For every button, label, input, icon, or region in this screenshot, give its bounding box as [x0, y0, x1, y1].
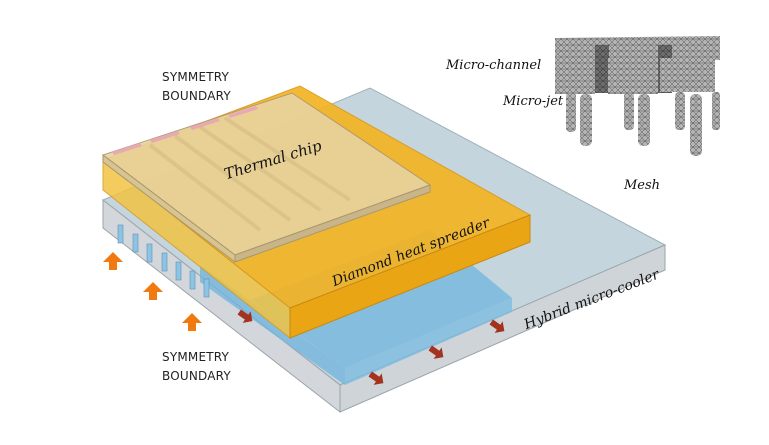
heater-strips	[112, 106, 258, 155]
diamond-right-face	[289, 214, 531, 339]
chip-left-face	[102, 153, 236, 264]
channel-lines	[148, 116, 352, 232]
inlet-arrow-icon	[182, 313, 202, 331]
outlet-arrows	[237, 309, 505, 385]
symmetry-boundary-bottom-label: SYMMETRY BOUNDARY	[162, 348, 231, 386]
micro-jet-label: Micro-jet	[503, 94, 564, 109]
boundary-label-line: BOUNDARY	[162, 89, 231, 103]
micro-channel-label: Micro-channel	[446, 58, 542, 73]
boundary-label-line: BOUNDARY	[162, 369, 231, 383]
mesh-label: Mesh	[624, 178, 661, 193]
outlet-arrow-icon	[489, 319, 505, 333]
inlet-arrow-icon	[103, 252, 123, 270]
inlet-arrow-icon	[143, 282, 163, 300]
outlet-arrow-icon	[368, 371, 384, 385]
mesh-inset	[555, 36, 720, 156]
symmetry-boundary-top-label: SYMMETRY BOUNDARY	[162, 68, 231, 106]
symmetry-label-line: SYMMETRY	[162, 70, 230, 84]
outlet-arrow-icon	[428, 345, 444, 359]
thermal-chip	[101, 92, 432, 264]
outlet-arrow-icon	[237, 309, 253, 323]
inlet-arrows	[103, 252, 202, 331]
micro-jets	[117, 224, 210, 298]
coolant-region-side	[345, 298, 512, 385]
symmetry-label-line: SYMMETRY	[162, 350, 230, 364]
